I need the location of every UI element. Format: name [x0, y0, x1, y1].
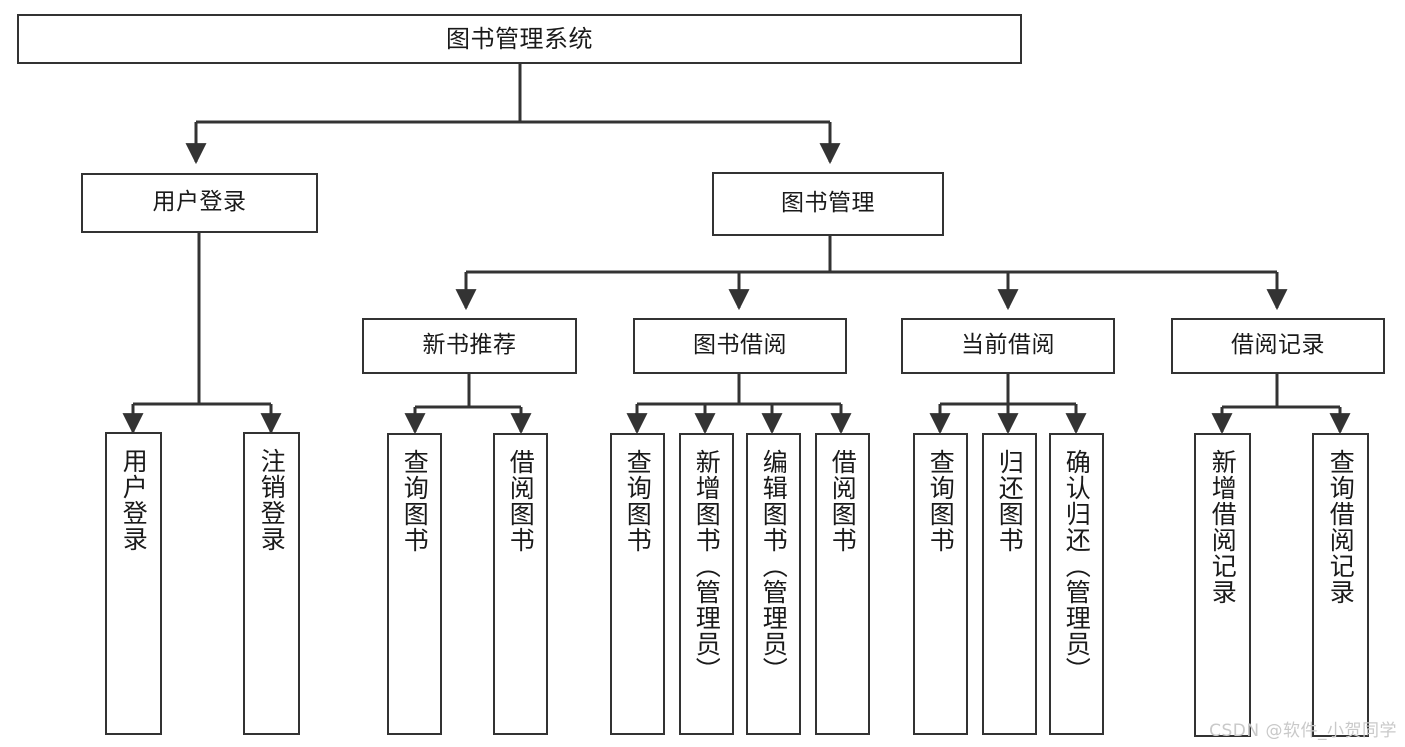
node-label: 图书管理系统 — [446, 24, 593, 53]
node-label: 图书管理 — [781, 190, 875, 217]
leaf-query-borrow-record[interactable]: 查询借阅记录 — [1312, 433, 1369, 737]
node-root-book-management-system[interactable]: 图书管理系统 — [17, 14, 1022, 64]
node-label: 新书推荐 — [422, 332, 517, 359]
node-label: 当前借阅 — [961, 332, 1055, 359]
node-label: 借阅记录 — [1231, 332, 1325, 359]
node-label: 新增图书（管理员） — [692, 449, 722, 683]
node-label: 归还图书 — [995, 449, 1025, 553]
node-user-login[interactable]: 用户登录 — [81, 173, 318, 233]
leaf-return-book[interactable]: 归还图书 — [982, 433, 1037, 735]
leaf-confirm-return[interactable]: 确认归还（管理员） — [1049, 433, 1104, 735]
node-label: 用户登录 — [119, 448, 149, 552]
node-new-book-recommend[interactable]: 新书推荐 — [362, 318, 577, 374]
leaf-edit-book[interactable]: 编辑图书（管理员） — [746, 433, 801, 735]
node-label: 用户登录 — [152, 189, 247, 216]
leaf-user-login[interactable]: 用户登录 — [105, 432, 162, 735]
leaf-query-book-borrow[interactable]: 查询图书 — [610, 433, 665, 735]
leaf-query-book-current[interactable]: 查询图书 — [913, 433, 968, 735]
leaf-add-book[interactable]: 新增图书（管理员） — [679, 433, 734, 735]
csdn-watermark: CSDN @软件_小贺同学 — [1209, 721, 1397, 741]
node-book-management[interactable]: 图书管理 — [712, 172, 944, 236]
node-label: 查询图书 — [400, 449, 430, 553]
node-current-borrow[interactable]: 当前借阅 — [901, 318, 1115, 374]
node-label: 注销登录 — [257, 448, 287, 552]
node-label: 查询借阅记录 — [1326, 449, 1356, 605]
node-book-borrow[interactable]: 图书借阅 — [633, 318, 847, 374]
leaf-add-borrow-record[interactable]: 新增借阅记录 — [1194, 433, 1251, 737]
node-label: 借阅图书 — [828, 449, 858, 553]
node-label: 图书借阅 — [693, 332, 787, 359]
node-label: 查询图书 — [623, 449, 653, 553]
node-label: 新增借阅记录 — [1208, 449, 1238, 605]
node-label: 借阅图书 — [506, 449, 536, 553]
node-label: 查询图书 — [926, 449, 956, 553]
node-borrow-record[interactable]: 借阅记录 — [1171, 318, 1385, 374]
leaf-query-book-recommend[interactable]: 查询图书 — [387, 433, 442, 735]
leaf-borrow-book-borrow[interactable]: 借阅图书 — [815, 433, 870, 735]
leaf-borrow-book-recommend[interactable]: 借阅图书 — [493, 433, 548, 735]
node-label: 确认归还（管理员） — [1062, 449, 1092, 683]
leaf-user-logout[interactable]: 注销登录 — [243, 432, 300, 735]
node-label: 编辑图书（管理员） — [759, 449, 789, 683]
